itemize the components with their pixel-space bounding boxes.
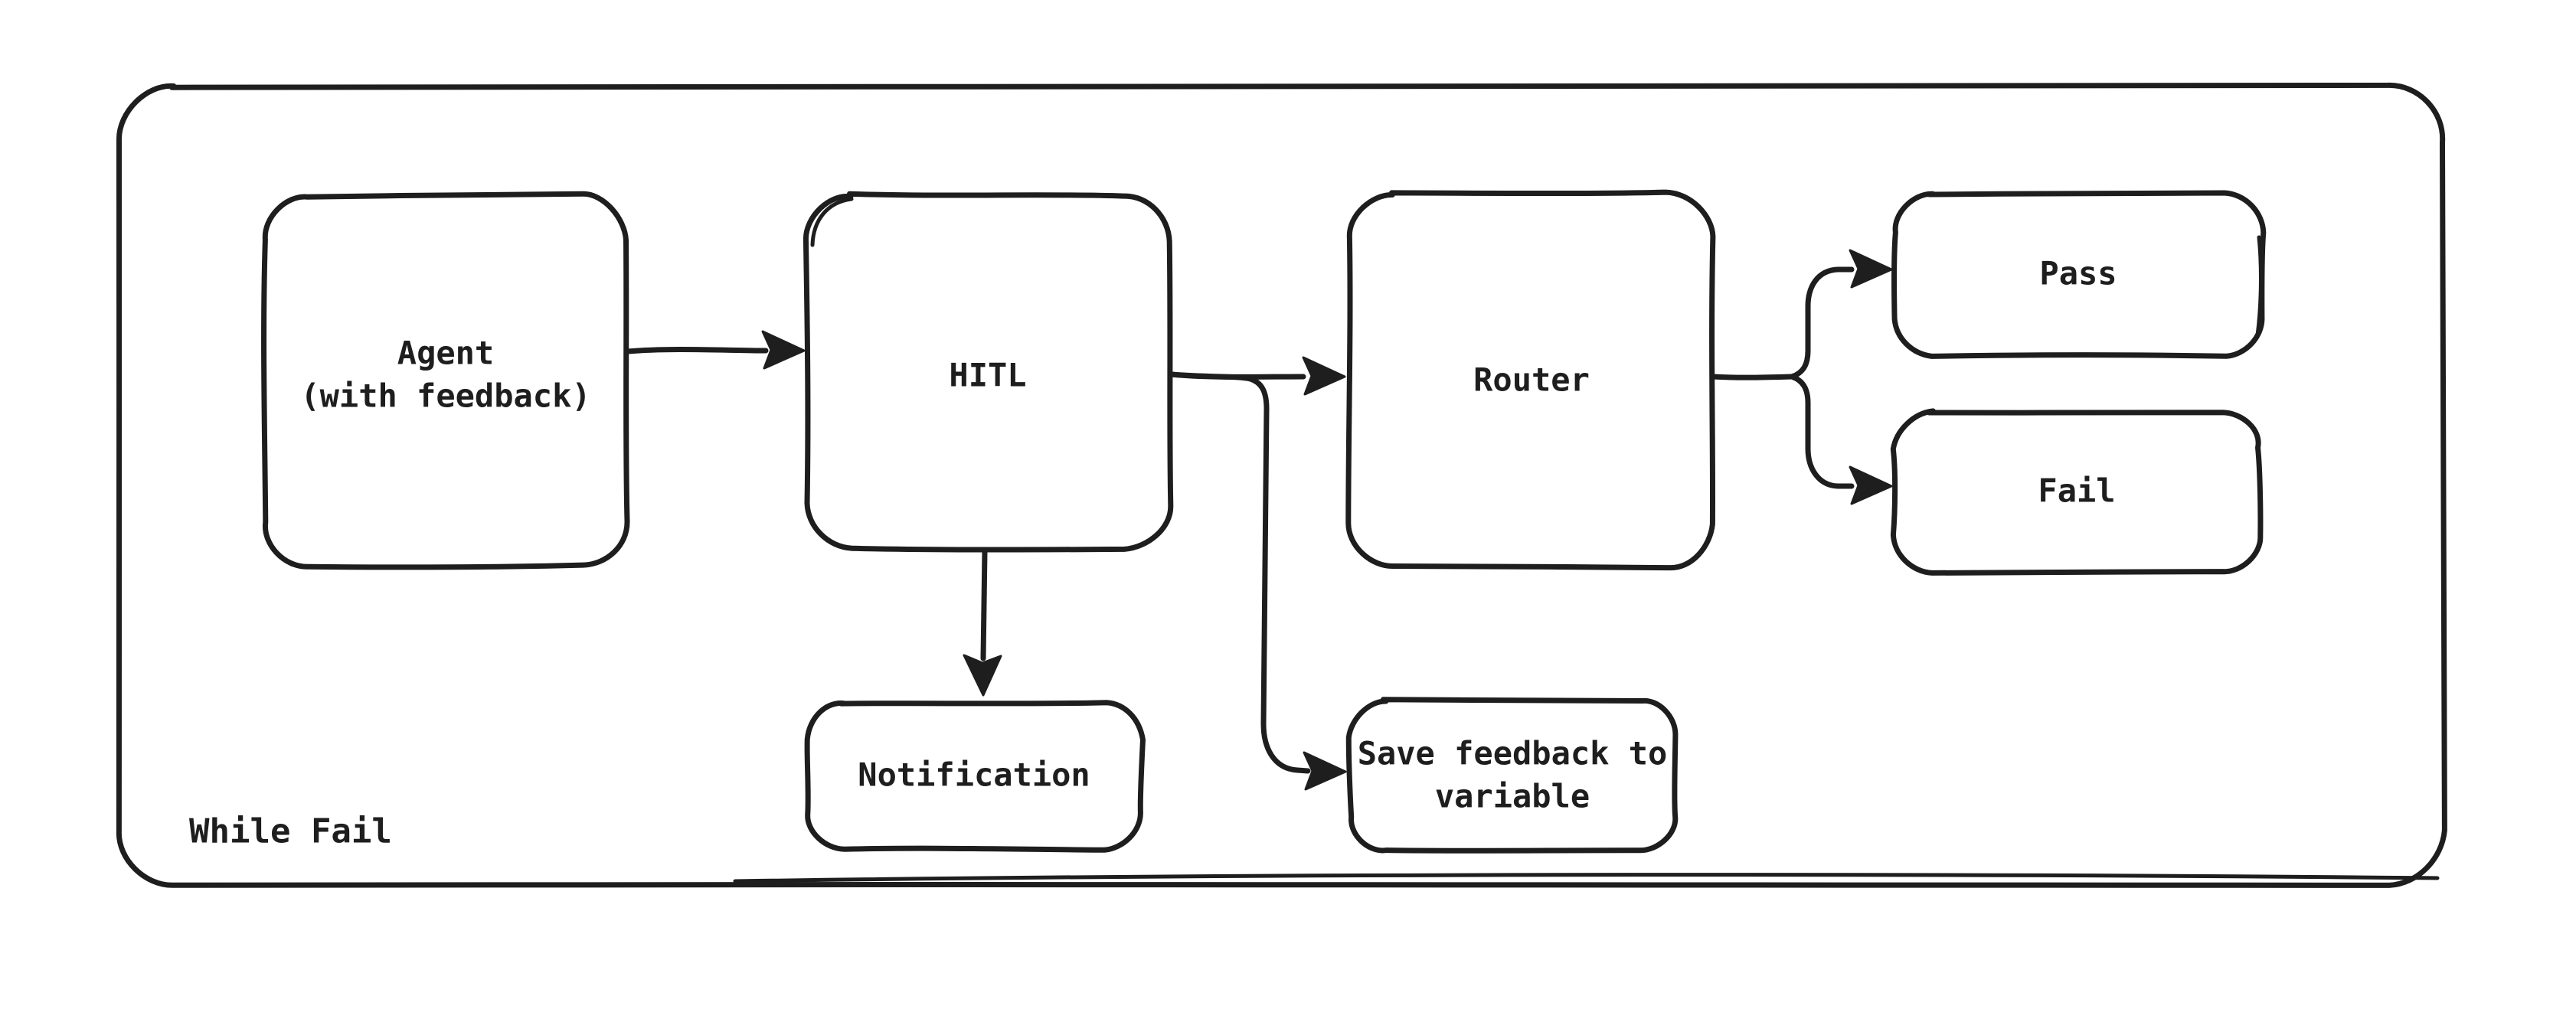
edges <box>625 249 1893 791</box>
arrowhead-hitl-notification <box>963 654 1002 697</box>
node-hitl-corner-sketch <box>810 197 854 247</box>
while-fail-container-border <box>116 82 2447 888</box>
while-fail-container: While Fail <box>116 82 2447 888</box>
node-router-label: Router <box>1473 361 1590 399</box>
node-router-shape <box>1345 189 1716 571</box>
node-fail-label: Fail <box>2038 472 2115 510</box>
arrowhead-hitl-save-feedback <box>1303 751 1347 791</box>
while-fail-label: While Fail <box>189 812 392 851</box>
node-router: Router <box>1345 189 1716 571</box>
node-agent-label-line2: (with feedback) <box>300 377 590 415</box>
while-fail-container-bottom-sketch <box>733 873 2440 883</box>
node-save-feedback-label-line2: variable <box>1435 778 1590 815</box>
node-fail-shape <box>1890 408 2264 576</box>
edge-fork-pass <box>1789 266 1855 380</box>
node-hitl-label: HITL <box>949 357 1026 394</box>
node-hitl-shape <box>803 191 1174 553</box>
edge-fork-fail <box>1789 374 1855 489</box>
node-hitl: HITL <box>803 191 1174 553</box>
arrowhead-fork-pass <box>1849 249 1893 289</box>
node-pass: Pass <box>1891 190 2267 359</box>
node-pass-label: Pass <box>2039 255 2117 292</box>
node-fail: Fail <box>1890 408 2264 576</box>
node-pass-shape <box>1891 190 2267 359</box>
node-save-feedback: Save feedback to variable <box>1345 697 1679 854</box>
node-notification: Notification <box>804 700 1146 853</box>
node-agent: Agent (with feedback) <box>261 191 630 570</box>
node-agent-label-line1: Agent <box>397 335 494 372</box>
node-save-feedback-shape <box>1345 697 1679 854</box>
node-notification-label: Notification <box>858 756 1090 794</box>
node-save-feedback-label-line1: Save feedback to <box>1358 735 1668 772</box>
node-notification-shape <box>804 700 1146 853</box>
arrowhead-hitl-router <box>1302 356 1346 396</box>
arrowhead-fork-fail <box>1849 465 1893 505</box>
node-agent-shape <box>261 191 630 570</box>
arrowhead-agent-hitl <box>761 330 806 370</box>
node-pass-edge-sketch <box>2255 235 2263 338</box>
edge-hitl-save-feedback <box>1169 371 1311 774</box>
edge-hitl-notification <box>980 547 988 661</box>
edge-agent-hitl <box>625 346 769 354</box>
